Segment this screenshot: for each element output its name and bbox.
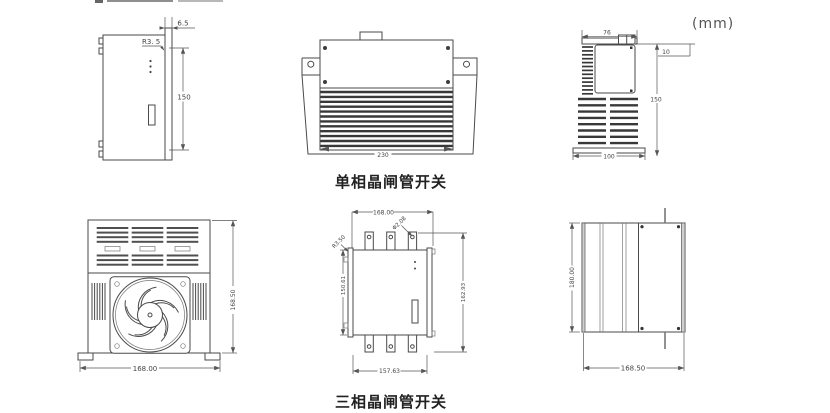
dim-text-flange-offset: 10 [662, 49, 670, 56]
dim-text-height: 150 [650, 97, 662, 104]
dim-text-height: 168.50 [230, 289, 237, 310]
dim-height: 168.50 [212, 220, 237, 354]
dim-text-base-width: 100 [603, 154, 615, 161]
dim-width: 168.00 [79, 361, 221, 373]
dim-height: 150 [649, 43, 663, 157]
side-comb-fins [582, 46, 593, 95]
cropped-text-artifact [95, 0, 103, 3]
dim-text-overall-height: 162.93 [461, 282, 467, 302]
dim-text-corner-radius: R3. 5 [142, 38, 160, 46]
front-slot [148, 104, 156, 126]
fan-blades [124, 286, 179, 342]
dim-body-height: 150.61 [339, 249, 347, 336]
dim-text-width: 168.50 [621, 365, 646, 373]
dim-text-height: 150 [177, 94, 190, 102]
terminal-tabs [364, 231, 418, 353]
side-fins [91, 283, 207, 320]
heatsink-fins [320, 90, 453, 148]
dim-corner-radius: R3. 5 [142, 38, 165, 51]
mounting-plate [301, 57, 478, 155]
dim-text-top-width: 168.00 [373, 210, 394, 217]
single-phase-left-side-view: 6.5 R3. 5 150 [98, 17, 195, 161]
enclosure-outline [98, 27, 173, 161]
dim-overall-height: 162.93 [418, 232, 467, 353]
single-phase-front-view: 230 [301, 31, 478, 159]
dim-width: 168.50 [583, 333, 685, 373]
body-outline [581, 222, 686, 333]
dim-text-bottom-width: 157.63 [379, 368, 400, 375]
dim-height: 150 [169, 47, 192, 151]
dim-width: 230 [320, 146, 453, 159]
top-plate [581, 34, 695, 45]
single-phase-heatsink-side-view: 76 10 150 100 [572, 30, 695, 161]
cropped-text-artifact [178, 0, 223, 2]
side-slot [411, 299, 419, 324]
unit-label: (mm) [692, 16, 735, 32]
dim-corner-radius: R3.50 [331, 234, 349, 252]
dim-base-width: 100 [572, 151, 646, 161]
title-single-phase: 单相晶闸管开关 [334, 173, 447, 191]
dim-text-width: 230 [377, 152, 389, 159]
dim-flange-offset: 10 [658, 44, 691, 57]
lower-heatsink-fins [578, 97, 638, 145]
three-phase-terminal-side-view: 168.00 Φ2.08 R3.50 150.61 162.93 [331, 207, 467, 375]
three-phase-plain-side-view: 180.00 168.50 [568, 208, 686, 373]
body-outline [343, 247, 436, 338]
dim-top-width: 76 [581, 30, 638, 39]
module-body [594, 44, 636, 94]
dim-text-flange-width: 6.5 [177, 20, 188, 28]
dim-text-height: 180.00 [569, 267, 576, 288]
dim-height: 180.00 [568, 222, 580, 333]
dim-text-corner-radius: R3.50 [331, 234, 347, 250]
vent-slots [96, 227, 199, 266]
cropped-text-artifact [107, 0, 173, 2]
cooling-fan [109, 276, 191, 354]
led-indicators [149, 59, 152, 74]
title-three-phase: 三相晶闸管开关 [334, 393, 447, 411]
led-indicators [414, 261, 416, 270]
three-phase-front-view: 168.50 168.00 [77, 219, 237, 373]
dim-text-top-width: 76 [603, 30, 611, 37]
dim-flange-width: 6.5 [159, 17, 195, 30]
dim-text-width: 168.00 [133, 365, 158, 373]
dim-top-width: 168.00 [351, 207, 434, 248]
dim-bottom-width: 157.63 [352, 355, 428, 375]
dim-text-body-height: 150.61 [341, 276, 347, 295]
